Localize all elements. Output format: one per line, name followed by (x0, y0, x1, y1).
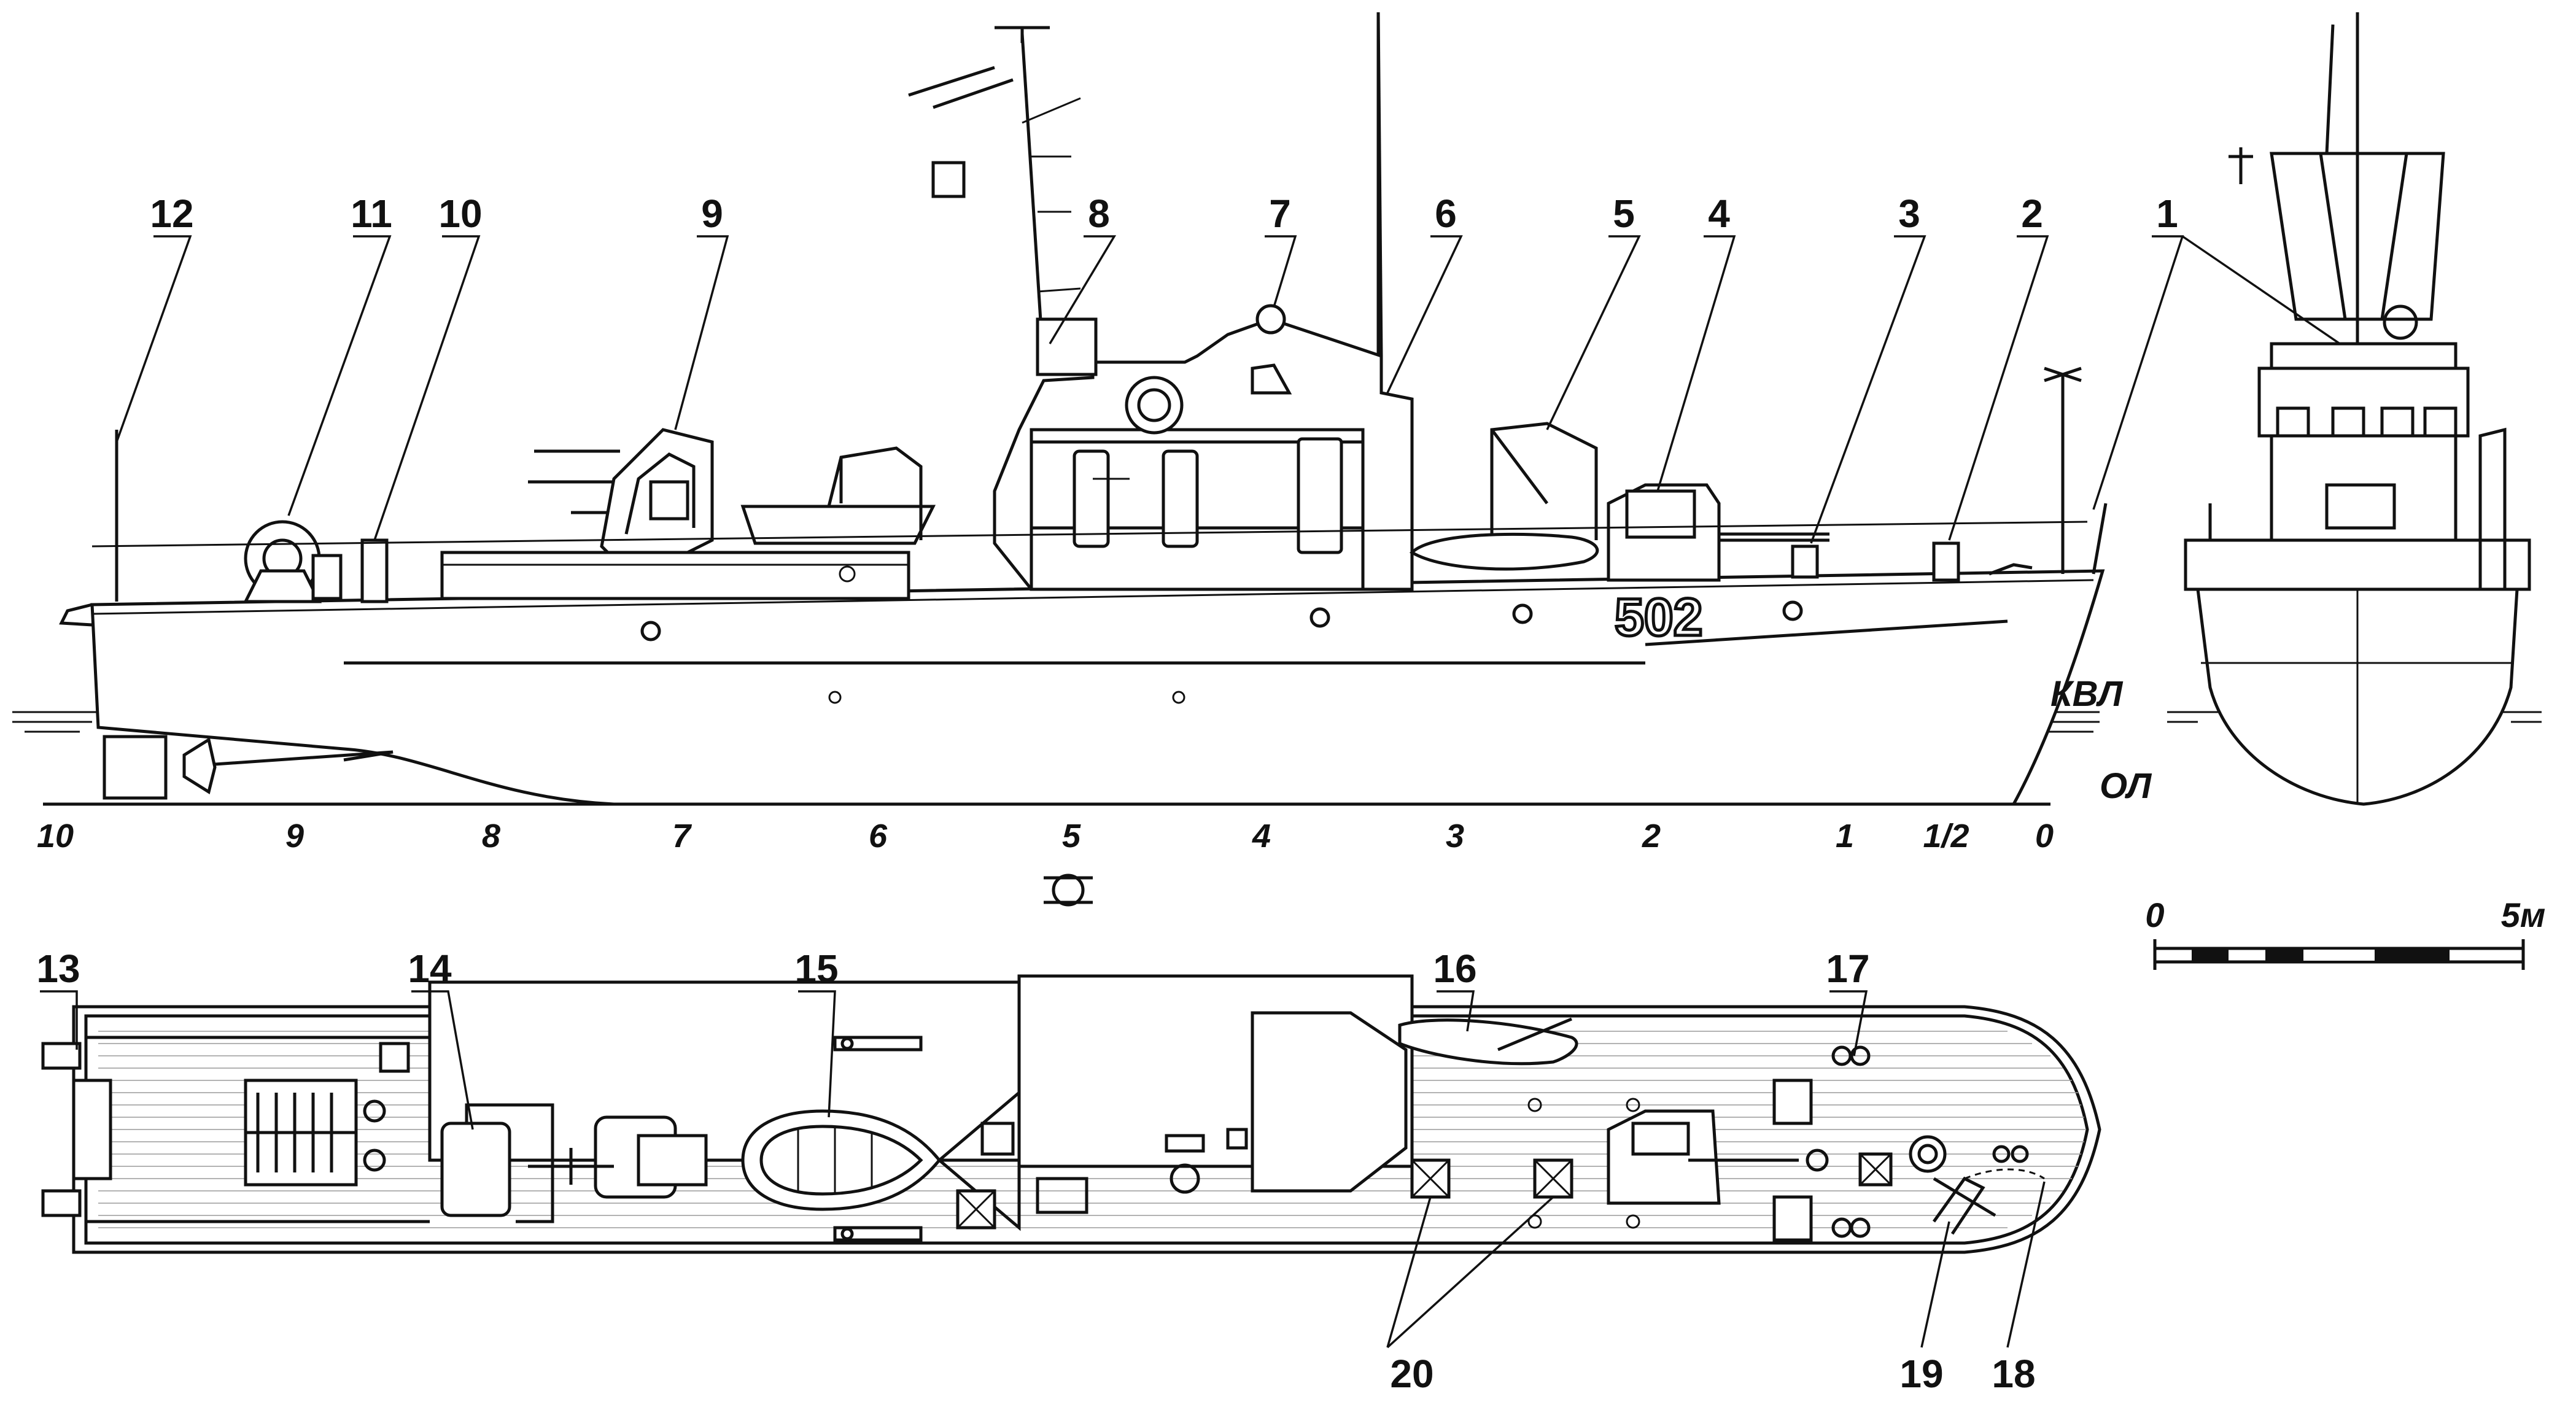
callout-17: 17 (1826, 947, 1869, 991)
torpedo-profile (1409, 422, 1599, 571)
callout-9: 9 (701, 192, 723, 236)
base-line-label: ОЛ (2100, 766, 2152, 806)
ventilator-2 (1533, 1158, 1573, 1199)
station-label: 5 (1062, 818, 1081, 854)
callout-5: 5 (1613, 192, 1635, 236)
sheer-line (91, 579, 2094, 615)
station-label: 1/2 (1923, 818, 1969, 854)
stern-towing-rail (59, 603, 93, 627)
bow-capstan (1932, 541, 1960, 582)
station-label: 0 (2035, 818, 2054, 854)
bow-ventilator (1791, 544, 1819, 579)
design-waterline-label: КВЛ (2050, 674, 2124, 714)
foremast (908, 26, 1098, 376)
plan-view (41, 974, 2101, 1254)
smoke-generator-reel (242, 520, 343, 603)
callout-4: 4 (1708, 192, 1730, 236)
scale-bar-end: 5м (2501, 896, 2546, 934)
callout-2: 2 (2021, 192, 2043, 236)
aft-gun-plan (528, 1115, 708, 1199)
callout-11: 11 (351, 192, 392, 236)
callout-7: 7 (1269, 192, 1291, 236)
side-profile: 502 (12, 12, 2108, 806)
callout-14: 14 (408, 947, 452, 991)
anchor-gear (1988, 563, 2033, 576)
station-label: 7 (672, 818, 692, 854)
station-label: 10 (37, 818, 74, 854)
callout-15: 15 (794, 947, 838, 991)
station-label: 1 (1836, 818, 1854, 854)
depth-charge-locker (360, 538, 389, 603)
ships-boat-profile (740, 446, 936, 545)
station-label: 8 (482, 818, 500, 854)
station-label: 6 (869, 818, 888, 854)
station-label: 2 (1642, 818, 1661, 854)
capstan-plan (1909, 1135, 1947, 1173)
ships-boat-plan (741, 1109, 942, 1211)
side-portholes (640, 600, 1803, 704)
callout-6: 6 (1435, 192, 1457, 236)
aft-twin-gun-mount (528, 428, 714, 554)
callout-19: 19 (1899, 1352, 1943, 1396)
ventilator-1 (1410, 1158, 1451, 1199)
callout-3: 3 (1898, 192, 1920, 236)
propeller-and-rudder (103, 735, 394, 800)
midship-symbol (1044, 874, 1093, 907)
callout-1: 1 (2156, 192, 2178, 236)
station-label: 3 (1446, 818, 1464, 854)
forward-gun-plan (1607, 1109, 1829, 1205)
torpedo-plan (1398, 1018, 1578, 1066)
front-view (2167, 12, 2542, 806)
forward-gun-mount (1607, 483, 1829, 582)
bow-flag-staff (2092, 503, 2108, 575)
stern-rail-port (41, 1042, 82, 1070)
station-label: 9 (285, 818, 304, 854)
callout-10: 10 (438, 192, 482, 236)
callout-16: 16 (1433, 947, 1476, 991)
station-scale: 10 9 8 7 6 5 4 3 2 1 1/2 0 (37, 818, 2054, 854)
searchlight (1255, 304, 1286, 335)
scale-bar: 0 5м (2145, 896, 2545, 970)
anchor-plan (1932, 1168, 2045, 1235)
callout-18: 18 (1992, 1352, 2035, 1396)
station-label: 4 (1252, 818, 1271, 854)
bitts-plan (1831, 1045, 2029, 1238)
side-callouts: 12 11 10 9 8 7 6 5 4 3 2 1 (115, 192, 2376, 544)
engine-hatch (440, 1122, 511, 1217)
depth-charge-rack (244, 1079, 358, 1187)
callout-8: 8 (1088, 192, 1110, 236)
stern-rail-stbd (41, 1189, 82, 1217)
hull-number-text: 502 (1615, 588, 1703, 647)
water-hatch-left (12, 711, 92, 733)
callout-13: 13 (36, 947, 80, 991)
hull-outline (90, 569, 2105, 806)
rubbing-strake-fwd (1645, 619, 2008, 646)
callout-20: 20 (1390, 1352, 1433, 1396)
main-superstructure (993, 304, 1414, 591)
deck-railing (91, 521, 2088, 548)
aft-deckhouse (440, 551, 910, 600)
plan-callouts: 13 14 15 16 17 20 19 18 (36, 947, 2046, 1396)
callout-12: 12 (150, 192, 193, 236)
scale-bar-start: 0 (2145, 896, 2164, 934)
